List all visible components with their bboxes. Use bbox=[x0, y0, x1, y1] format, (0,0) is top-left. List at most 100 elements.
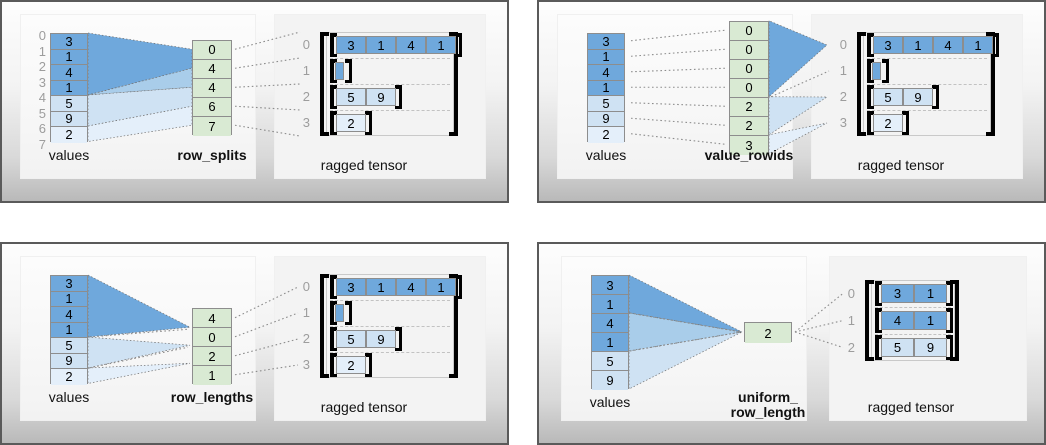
dotted-connector bbox=[629, 312, 742, 333]
ragged-row-bracket-left bbox=[330, 353, 337, 377]
value-cell: 9 bbox=[588, 111, 624, 127]
ragged-row-label: 2 bbox=[847, 339, 855, 355]
ragged-row-separator bbox=[330, 352, 450, 353]
value-cell: 1 bbox=[51, 80, 87, 96]
row-bracket-arm bbox=[867, 105, 874, 109]
ragged-row-separator bbox=[330, 326, 450, 327]
row-bracket-arm bbox=[867, 85, 874, 89]
fan-wedge bbox=[87, 362, 191, 384]
row-bracket-arm bbox=[395, 85, 402, 89]
row-bracket-arm bbox=[867, 111, 874, 115]
dotted-connector bbox=[234, 31, 301, 50]
ragged-tensor-caption: ragged tensor bbox=[320, 157, 408, 173]
value-cell: 5 bbox=[588, 96, 624, 112]
row-bracket-arm bbox=[345, 59, 352, 63]
row-bracket-arm bbox=[875, 302, 882, 306]
ragged-row-bracket-right bbox=[455, 33, 462, 57]
ragged-value-cell: 1 bbox=[914, 311, 947, 330]
row-bracket-spine bbox=[368, 111, 372, 135]
values-index-label: 5 bbox=[38, 105, 46, 121]
value-cell: 4 bbox=[592, 314, 628, 333]
row-bracket-spine bbox=[905, 111, 909, 135]
ragged-row-label: 1 bbox=[847, 312, 855, 328]
ragged-row-label: 2 bbox=[839, 89, 847, 104]
bracket-arm bbox=[950, 357, 959, 361]
value-cell: 5 bbox=[51, 338, 87, 354]
dotted-connector bbox=[234, 57, 301, 69]
row-bracket-spine bbox=[368, 353, 372, 377]
ragged-value-cell: 9 bbox=[903, 88, 933, 106]
row-bracket-arm bbox=[345, 301, 352, 305]
row-bracket-arm bbox=[992, 33, 999, 37]
row-bracket-spine bbox=[330, 111, 334, 135]
ragged-row-bracket-right bbox=[345, 301, 352, 325]
row-bracket-arm bbox=[882, 79, 889, 83]
value-cell: 1 bbox=[588, 49, 624, 65]
bracket-arm bbox=[449, 274, 458, 278]
value-cell: 1 bbox=[51, 291, 87, 307]
bracket-spine bbox=[865, 280, 869, 361]
row-bracket-spine bbox=[398, 327, 402, 351]
value-cell: 4 bbox=[51, 307, 87, 323]
encoding-caption: row_lengths bbox=[170, 388, 254, 405]
bracket-arm bbox=[320, 274, 329, 278]
value-cell: 3 bbox=[51, 276, 87, 292]
bracket-spine bbox=[857, 32, 861, 136]
ragged-tensor-outer-bracket-right bbox=[950, 280, 959, 361]
ragged-row-label: 0 bbox=[847, 285, 855, 301]
value-cell: 3 bbox=[51, 34, 87, 50]
row-bracket-arm bbox=[455, 33, 462, 37]
row-bracket-spine bbox=[867, 59, 871, 83]
ragged-tensor-outer-bracket-left bbox=[320, 32, 329, 136]
row-bracket-arm bbox=[330, 275, 337, 279]
row-bracket-arm bbox=[932, 85, 939, 89]
ragged-value-cell: 1 bbox=[426, 278, 456, 296]
value-cell: 1 bbox=[592, 333, 628, 352]
row-bracket-arm bbox=[867, 131, 874, 135]
dotted-connector bbox=[234, 286, 299, 319]
row-bracket-arm bbox=[330, 321, 337, 325]
ragged-value-cell: 1 bbox=[426, 36, 456, 54]
values-index-label: 1 bbox=[38, 43, 46, 59]
row-bracket-arm bbox=[946, 356, 953, 360]
value-cell: 2 bbox=[588, 127, 624, 143]
encoding-cell: 2 bbox=[730, 97, 768, 117]
dotted-connector bbox=[234, 364, 299, 376]
encoding-caption: uniform_row_length bbox=[702, 389, 834, 420]
dotted-connector bbox=[630, 29, 726, 42]
ragged-row-bracket-left bbox=[330, 275, 337, 299]
value-cell: 9 bbox=[51, 353, 87, 369]
ragged-row-label: 2 bbox=[302, 331, 310, 346]
bracket-spine bbox=[991, 32, 995, 136]
ragged-row-bracket-right bbox=[946, 308, 953, 333]
ragged-row-separator bbox=[875, 334, 951, 335]
fan-wedge bbox=[87, 336, 191, 369]
row-bracket-spine bbox=[330, 353, 334, 377]
row-bracket-arm bbox=[395, 327, 402, 331]
row-bracket-spine bbox=[867, 33, 871, 57]
ragged-row-bracket-left bbox=[330, 111, 337, 135]
ragged-tensor-outer-bracket-left bbox=[857, 32, 866, 136]
bracket-arm bbox=[320, 132, 329, 136]
values-index-label: 0 bbox=[38, 28, 46, 43]
dotted-connector bbox=[630, 67, 726, 73]
ragged-row-label: 2 bbox=[302, 89, 310, 104]
row-bracket-arm bbox=[946, 281, 953, 285]
ragged-value-cell: 2 bbox=[336, 356, 366, 374]
ragged-row-bracket-left bbox=[875, 308, 882, 333]
ragged-row-bracket-right bbox=[946, 335, 953, 360]
ragged-row-bracket-right bbox=[946, 281, 953, 306]
encoding-cell: 0 bbox=[730, 21, 768, 41]
ragged-row-separator bbox=[867, 110, 987, 111]
row-bracket-spine bbox=[867, 85, 871, 109]
value-cell: 1 bbox=[592, 295, 628, 314]
ragged-row-label: 0 bbox=[302, 37, 310, 52]
values-caption: values bbox=[589, 394, 631, 410]
ragged-row-label: 1 bbox=[302, 63, 310, 78]
encoding-cell: 2 bbox=[745, 323, 791, 343]
